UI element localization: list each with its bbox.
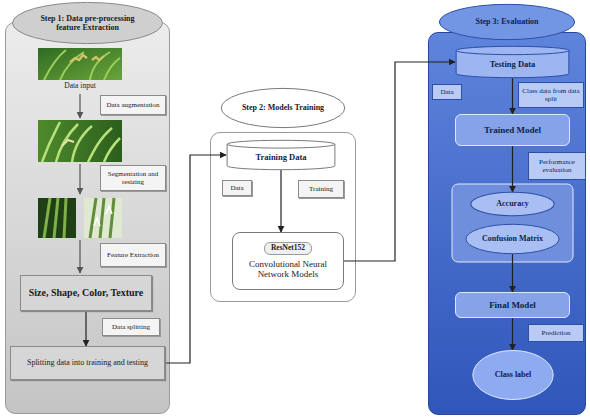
data-cylinder: Testing Data <box>455 46 570 78</box>
segment-photo <box>38 198 76 238</box>
node-text: Data splitting <box>112 323 150 331</box>
step-heading: Step 1: Data pre-processing feature Extr… <box>11 2 164 44</box>
flow-connector <box>512 146 513 192</box>
step-panel: Step 3: EvaluationTesting DataDataClass … <box>428 32 586 415</box>
node-text: Segmentation and resizing <box>104 170 162 186</box>
data-cylinder: Training Data <box>226 140 336 170</box>
flow-connector <box>512 318 513 350</box>
rice-leaf <box>42 122 120 162</box>
ellipse-shape <box>13 2 163 43</box>
ellipse-node: Class label <box>472 350 554 400</box>
step-title: Step 1: Data pre-processing feature Extr… <box>29 14 146 32</box>
process-box: Training <box>298 180 344 198</box>
step-title: Step 2: Models Training <box>242 103 324 112</box>
process-box: Class data from data split <box>518 82 584 108</box>
process-box: Size, Shape, Color, Texture <box>20 275 152 311</box>
image-caption: Data input <box>40 81 120 90</box>
node-text: Performance evaluation <box>532 158 582 174</box>
rice-photo <box>38 48 122 80</box>
flow-connector <box>85 311 86 346</box>
cylinder-lid <box>456 50 569 54</box>
process-box: Performance evaluation <box>528 152 586 180</box>
flow-arrow <box>79 164 80 194</box>
process-box: Feature Extraction <box>100 243 166 267</box>
node-text: Data augmentation <box>106 101 159 109</box>
node-text: Splitting data into training and testing <box>27 358 148 367</box>
segment-stripe <box>44 198 66 238</box>
node-text: Data <box>440 88 453 96</box>
rice-leaf <box>44 50 120 80</box>
step-heading: Step 3: Evaluation <box>438 4 576 40</box>
process-box: ResNet152Convolutional Neural Network Mo… <box>232 232 344 290</box>
ellipse-shape <box>473 351 553 400</box>
leaf-photo <box>38 120 122 162</box>
process-box: Data splitting <box>102 318 160 336</box>
node-text: Size, Shape, Color, Texture <box>29 287 143 299</box>
cylinder-body <box>227 140 335 169</box>
segment-photo <box>84 198 122 238</box>
segment-spot <box>94 206 112 226</box>
process-box: Data <box>222 180 252 196</box>
process-box: Trained Model <box>455 114 570 146</box>
cylinder-body <box>456 46 569 77</box>
node-text: Class label <box>495 370 532 379</box>
node-text: Class data from data split <box>522 87 580 103</box>
ellipse-node: Accuracy <box>470 192 555 216</box>
cylinder-lid <box>227 144 335 148</box>
process-box: Prediction <box>528 324 584 342</box>
node-text: Accuracy <box>496 199 528 208</box>
step-panel: Step 1: Data pre-processing feature Extr… <box>5 22 170 414</box>
node-text: Data <box>230 184 243 192</box>
node-text: ResNet152 <box>264 242 312 255</box>
node-text: Training <box>309 185 333 193</box>
node-text: Trained Model <box>484 125 541 135</box>
flow-connector <box>512 254 513 292</box>
evaluation-group-box <box>452 184 573 262</box>
node-text: Prediction <box>542 329 571 337</box>
step-heading: Step 2: Models Training <box>220 88 346 128</box>
process-box: Data <box>432 84 462 100</box>
ellipse-shape <box>439 4 574 39</box>
node-text: Confusion Matrix <box>482 234 543 243</box>
flow-connector <box>280 170 281 232</box>
process-box: Splitting data into training and testing <box>10 346 165 380</box>
ellipse-shape <box>466 224 559 253</box>
ellipse-node: Confusion Matrix <box>465 224 560 254</box>
flow-connector <box>512 78 513 114</box>
process-box: Final Model <box>455 292 570 318</box>
step-panel: Step 2: Models TrainingTraining DataData… <box>210 132 356 302</box>
step-title: Step 3: Evaluation <box>475 17 538 26</box>
node-text: Training Data <box>255 153 306 163</box>
ellipse-shape <box>221 88 344 127</box>
segment-stripe <box>90 198 114 238</box>
node-text: Testing Data <box>490 60 536 70</box>
node-text: Feature Extraction <box>107 251 159 259</box>
flow-arrow <box>79 94 80 118</box>
node-text: Convolutional Neural Network Models <box>238 259 338 280</box>
leaf-lesion <box>62 140 74 146</box>
flow-arrow <box>79 240 80 273</box>
process-box: Segmentation and resizing <box>100 165 166 191</box>
rice-panicle <box>70 55 104 62</box>
process-box: Data augmentation <box>100 95 166 115</box>
ellipse-shape <box>471 192 554 216</box>
node-text: Final Model <box>489 300 536 310</box>
